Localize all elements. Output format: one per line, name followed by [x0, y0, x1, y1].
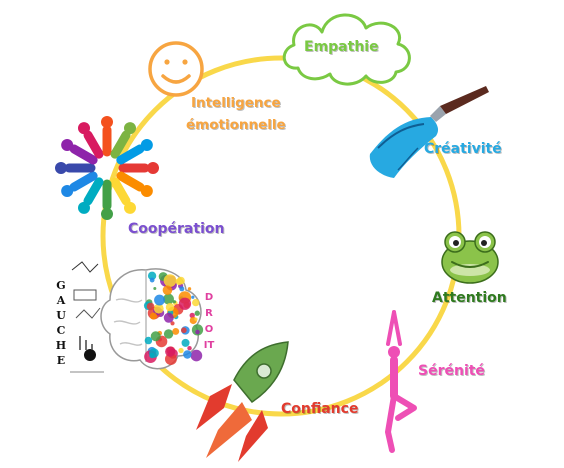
label-confiance: Confiance	[281, 401, 359, 417]
paint-splash-dot	[191, 295, 195, 299]
label-attention: Attention	[432, 290, 507, 306]
paint-splash-dot	[153, 303, 164, 314]
person-head	[124, 122, 136, 135]
rocket-icon	[196, 341, 289, 462]
label-intelligence-line2: émotionnelle	[186, 117, 286, 133]
paint-splash-dot	[192, 298, 200, 307]
label-creativite: Créativité	[424, 141, 502, 157]
paint-splash-dot	[194, 310, 200, 316]
paint-splash-dot	[178, 347, 184, 354]
paint-splash-dot	[187, 345, 192, 351]
paint-splash-dot	[149, 348, 159, 358]
person-body	[110, 130, 131, 159]
paint-splash-dot	[189, 312, 195, 319]
paint-splash-dot	[194, 317, 198, 321]
label-intelligence-emotionnelle: Intelligence émotionnelle	[186, 92, 286, 136]
frog-icon	[441, 231, 499, 284]
paint-splash-dot	[153, 286, 157, 290]
brain-icon	[70, 261, 204, 373]
paint-splash-dot	[165, 302, 175, 312]
paint-splash-dot	[163, 329, 174, 339]
person-head	[61, 185, 74, 197]
paint-splash-dot	[181, 327, 187, 334]
paint-splash-dot	[165, 346, 176, 357]
paint-splash-dot	[150, 331, 161, 342]
person-body	[69, 144, 98, 165]
label-intelligence-line1: Intelligence	[190, 95, 281, 111]
paint-splash-dot	[163, 274, 177, 288]
yoga-pose-icon	[385, 310, 417, 453]
paint-splash-dot	[163, 293, 174, 305]
paintbrush-icon	[369, 86, 489, 178]
person-body	[110, 177, 131, 206]
brain-right-label: DROIT	[203, 292, 215, 351]
label-cooperation: Coopération	[128, 221, 225, 237]
person-head	[147, 162, 159, 174]
paint-splash-dot	[154, 294, 165, 306]
paint-splash-dot	[147, 271, 157, 281]
paint-splash-dot	[170, 321, 175, 326]
person-body	[83, 130, 104, 159]
paint-splash-dot	[163, 312, 174, 323]
person-body	[83, 177, 104, 206]
paint-splash-dot	[178, 297, 192, 310]
cloud-icon	[282, 13, 411, 86]
paint-splash-dot	[190, 349, 203, 362]
paint-splash-dot	[149, 277, 155, 283]
person-head	[61, 139, 74, 151]
paint-splash-dot	[146, 302, 155, 311]
person-head	[140, 185, 153, 197]
paint-splash-dot	[172, 327, 180, 335]
label-empathie: Empathie	[304, 39, 379, 55]
person-head	[55, 162, 67, 174]
paint-splash-dot	[181, 338, 190, 347]
person-head	[101, 208, 113, 220]
person-head	[124, 201, 136, 214]
paint-splash-dot	[195, 329, 200, 335]
person-body	[69, 171, 98, 192]
person-head	[140, 139, 153, 151]
paint-splash-dot	[183, 350, 192, 359]
paint-splash-dot	[162, 285, 173, 295]
paint-splash-dot	[175, 278, 183, 286]
paint-splash-dot	[179, 286, 185, 292]
paint-splash-dot	[187, 287, 192, 291]
person-head	[101, 116, 113, 128]
paint-splash-dot	[172, 300, 176, 304]
person-head	[78, 122, 90, 135]
label-serenite: Sérénité	[418, 363, 485, 379]
person-body	[116, 144, 145, 165]
people-circle-icon	[55, 116, 159, 220]
person-head	[78, 201, 90, 214]
person-body	[116, 171, 145, 192]
brain-left-label: GAUCHE	[55, 279, 67, 367]
paint-splash-dot	[144, 336, 153, 345]
paint-splash-dot	[149, 312, 158, 320]
smiley-face-icon	[148, 41, 204, 97]
